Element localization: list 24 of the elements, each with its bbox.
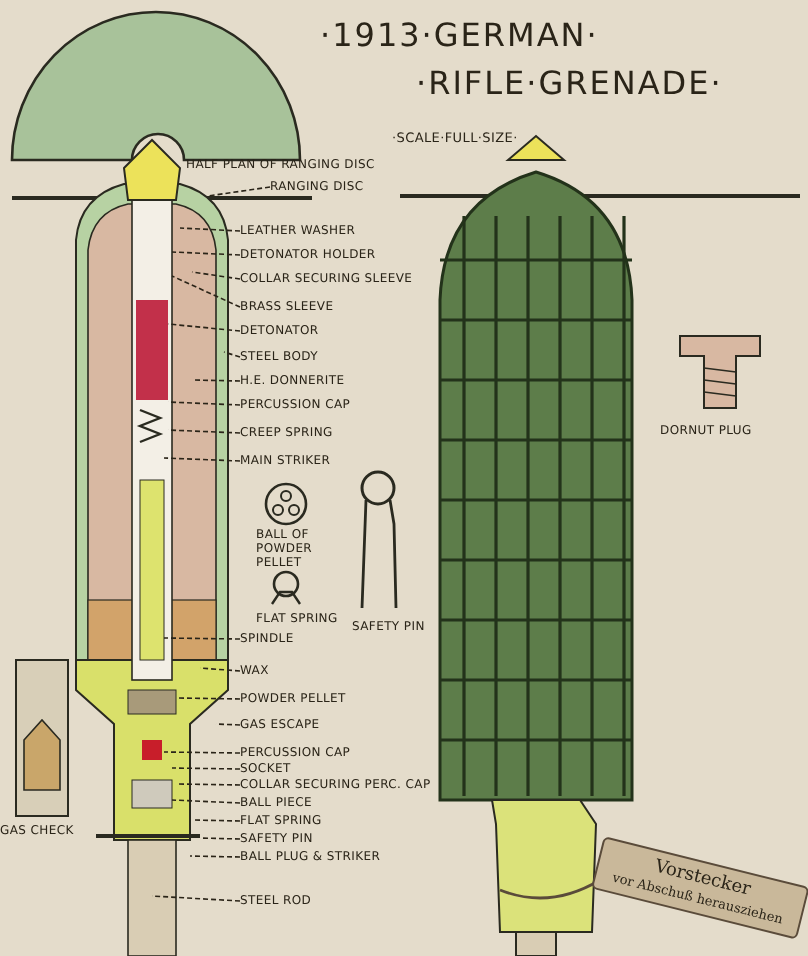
leader-line (199, 837, 241, 840)
leader-line (167, 401, 241, 406)
leader-line (191, 819, 241, 822)
leader-line (189, 855, 241, 858)
leader-line (175, 783, 241, 786)
leader-line (179, 227, 241, 232)
leader-line (223, 351, 241, 358)
leader-line (163, 751, 241, 754)
leader-line (215, 723, 241, 726)
leader-line (171, 799, 241, 804)
leader-line (163, 457, 241, 462)
leader-line (191, 379, 241, 382)
title: ·1913·GERMAN· ·RIFLE·GRENADE· (320, 14, 725, 106)
leader-line (163, 637, 241, 640)
leader-line (167, 323, 241, 332)
leader-line (191, 271, 241, 280)
leader-line (171, 767, 241, 770)
leader-line (199, 667, 241, 672)
leader-line (175, 697, 241, 700)
leader-line (171, 251, 241, 256)
leader-line (171, 275, 241, 308)
leader-line (207, 186, 271, 197)
leader-line (167, 429, 241, 434)
leader-line (151, 895, 241, 902)
